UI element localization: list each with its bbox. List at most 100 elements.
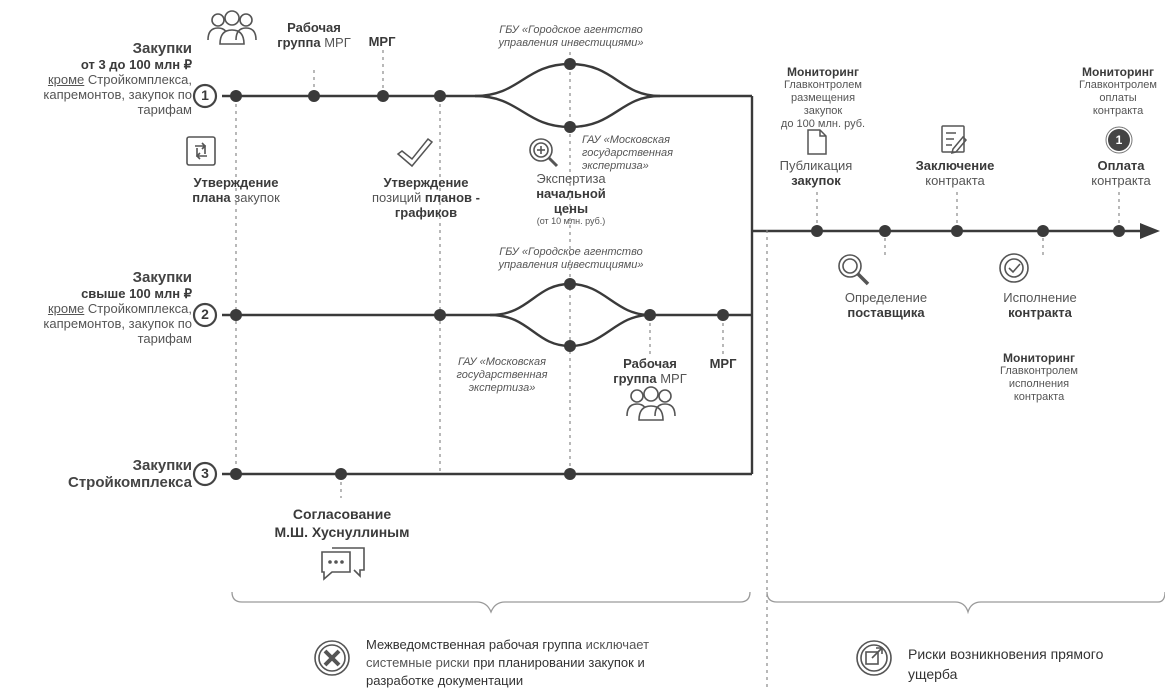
track-3-number: 3 [201,465,209,481]
chat-icon [321,547,365,581]
gbu-label-top: ГБУ «Городское агентство управления инве… [476,24,666,50]
track-3-label: Закупки Стройкомплекса [0,457,192,491]
plan-approval-label: Утверждение плана закупок [176,175,296,205]
note-l2b: при планировании закупок и [473,655,645,670]
positions-word: позиций [371,190,425,205]
people-icon [207,10,257,45]
gau-line-3: экспертиза» [468,382,536,394]
monitoring-line-2: размещения [790,92,856,104]
schedule-approval-line-1: Утверждение [383,175,469,190]
expertise-line-3: цены [553,201,589,216]
monitoring-line-3: закупок [803,105,843,117]
monitoring-line-1: Главконтролем [784,79,862,91]
track-1-title: Закупки [132,40,192,57]
note-l2a: системные риски [366,655,474,670]
monitoring-line-2: исполнения [1008,378,1070,390]
track-2-except-l3: тарифам [137,331,192,346]
gbu-label-middle: ГБУ «Городское агентство управления инве… [476,246,666,272]
expertise-line-1: Экспертиза [536,171,606,186]
gau-line-1: ГАУ «Московская [582,134,670,146]
conclusion-line-2: контракта [925,173,985,188]
gau-line-1: ГАУ «Московская [458,356,546,368]
gbu-line-1: ГБУ «Городское агентство [499,24,643,36]
monitoring-line-4: до 100 млн. руб. [780,118,866,130]
working-group-label-top: Рабочая группа МРГ [272,20,356,50]
gau-line-2: государственная [582,147,673,159]
left-brace [231,591,751,614]
payment-line-2: контракта [1091,173,1151,188]
contract-conclusion-label: Заключение контракта [900,158,1010,188]
track-1-range: от 3 до 100 млн ₽ [80,57,192,72]
gau-line-2: государственная [456,369,548,381]
magnifier-plus-icon [529,138,559,168]
contract-edit-icon [941,125,968,155]
mrg-label-middle: МРГ [709,356,737,371]
document-icon [807,129,827,155]
determination-line-2: поставщика [847,305,925,320]
note-l1a: Межведомственная рабочая группа [366,637,583,652]
monitoring-payment-label: Мониторинг Главконтролем оплаты контракт… [1068,66,1165,118]
track-3-subtitle: Стройкомплекса [67,474,192,491]
purchases-word: закупок [230,190,280,205]
track-2-title: Закупки [132,269,192,286]
people-icon [626,386,676,421]
mrg-word: МРГ [324,35,351,50]
track-3-title: Закупки [132,457,192,474]
track-3-number-circle [192,461,218,487]
note-l1b: исключает [582,637,650,652]
monitoring-line-2: оплаты [1099,92,1137,104]
track-1-number-circle [192,83,218,109]
group-word: группа [613,371,657,386]
working-group-label-middle: Рабочая группа МРГ [604,356,696,386]
contract-execution-label: Исполнение контракта [980,290,1100,320]
mrg-word: МРГ [660,371,687,386]
checkmark-icon [396,137,434,168]
track-1-number: 1 [201,87,209,103]
gau-label-top: ГАУ «Московская государственная эксперти… [582,134,702,173]
monitoring-line-3: контракта [1092,105,1144,117]
execution-line-2: контракта [1008,305,1072,320]
monitoring-title: Мониторинг [1003,351,1075,365]
conclusion-line-1: Заключение [915,158,995,173]
badge-check-icon [999,253,1029,283]
determination-line-1: Определение [844,290,928,305]
direct-damage-note: Риски возникновения прямого ущерба [908,644,1164,684]
gau-line-3: экспертиза» [582,160,649,172]
track-2-except-l1: Стройкомплекса, [84,301,192,316]
refresh-icon [186,136,216,166]
publication-label: Публикация закупок [768,158,864,188]
mrg-label-top: МРГ [368,34,396,49]
coin-number: 1 [1115,133,1123,147]
track-2-range: свыше 100 млн ₽ [81,286,192,301]
track-2-except-word: кроме [47,301,85,316]
track-1-except-word: кроме [47,72,85,87]
x-circle-icon [314,640,350,676]
coin-icon [1105,126,1133,154]
magnifier-icon [838,254,870,286]
track-1-except-l3: тарифам [137,102,192,117]
expertise-line-2: начальной [536,186,606,201]
price-expertise-label: Экспертиза начальной цены (от 10 млн. ру… [519,171,623,227]
working-group-word: Рабочая [287,20,341,35]
monitoring-line-3: контракта [1013,391,1065,403]
arrow-head [1140,223,1160,239]
track-1-except-l1: Стройкомплекса, [84,72,192,87]
right-brace [766,591,1165,615]
working-group-word: Рабочая [623,356,677,371]
publication-line-2: закупок [791,173,841,188]
track-2-number: 2 [201,306,209,322]
monitoring-placement-label: Мониторинг Главконтролем размещения заку… [768,66,878,131]
approval-khusnullin-label: Согласование М.Ш. Хуснуллиным [262,505,422,541]
track-2-label: Закупки свыше 100 млн ₽ кроме Стройкомпл… [0,269,192,346]
gau-label-middle: ГАУ «Московская государственная эксперти… [446,356,558,395]
gbu-line-2: управления инвестициями» [498,259,644,271]
systemic-risks-note: Межведомственная рабочая группа исключае… [366,636,746,690]
payment-label: Оплата контракта [1074,158,1165,188]
track-2-except-l2: капремонтов, закупок по [43,316,192,331]
monitoring-execution-label: Мониторинг Главконтролем исполнения конт… [984,352,1094,404]
monitoring-line-1: Главконтролем [1079,79,1157,91]
schedule-approval-label: Утверждение позиций планов - графиков [368,175,484,220]
gbu-line-1: ГБУ «Городское агентство [499,246,643,258]
